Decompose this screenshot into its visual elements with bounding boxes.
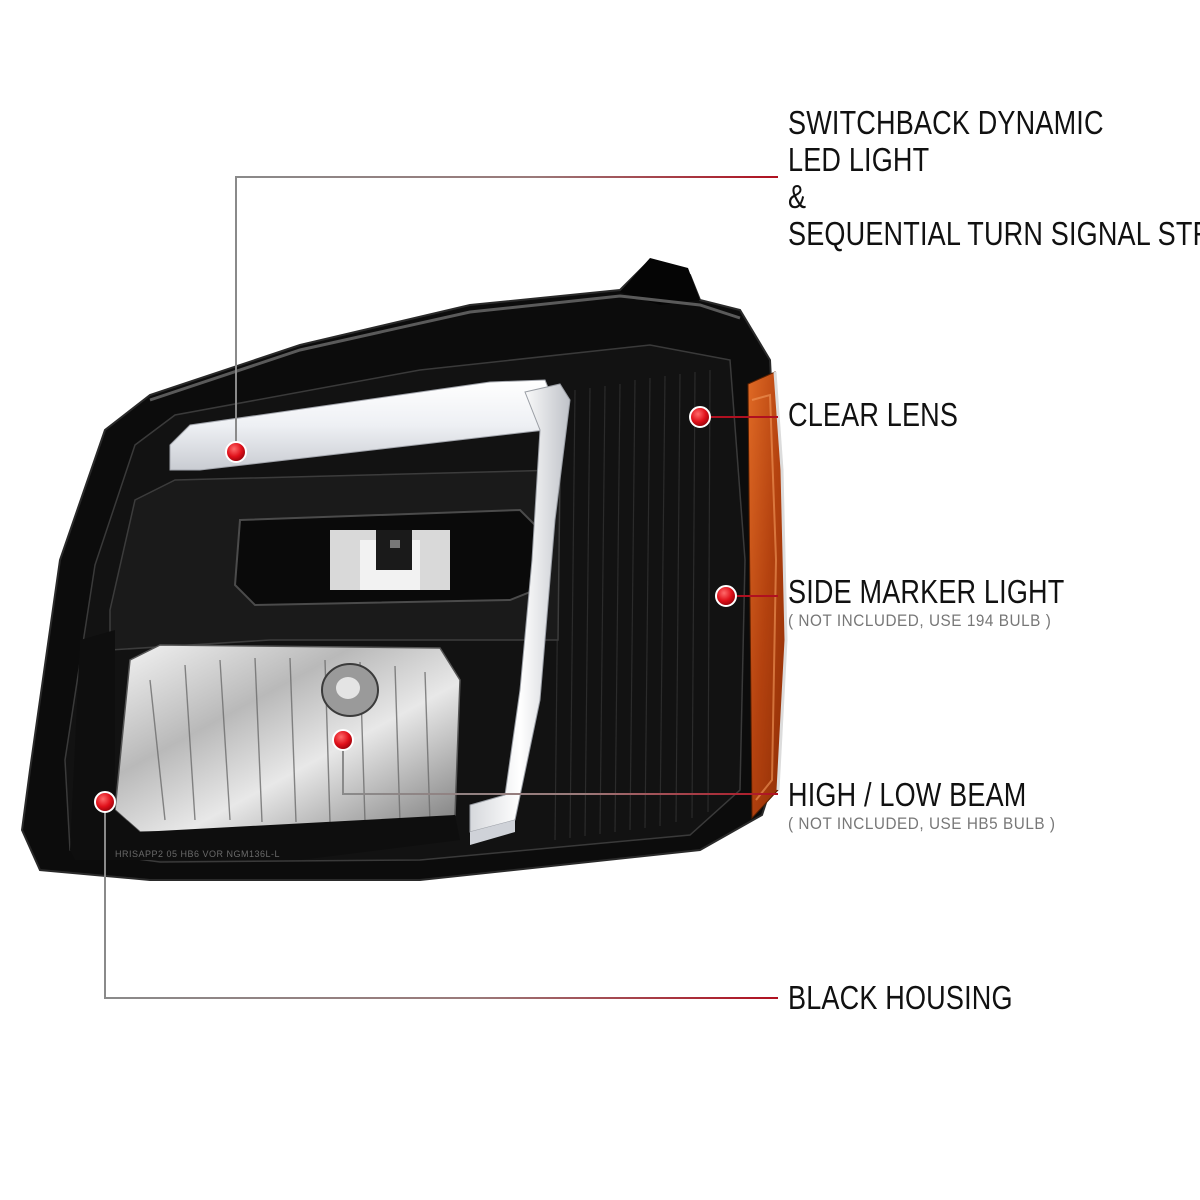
mount-tab xyxy=(620,258,700,305)
callout-side-marker-note: ( NOT INCLUDED, USE 194 BULB ) xyxy=(788,611,1052,630)
dot-side-marker xyxy=(715,585,737,607)
callout-led-line-3: & xyxy=(788,178,807,215)
callout-side-marker: SIDE MARKER LIGHT xyxy=(788,573,1065,610)
dot-led xyxy=(225,441,247,463)
callout-led-line-1: SWITCHBACK DYNAMIC xyxy=(788,104,1104,141)
callout-beam-note: ( NOT INCLUDED, USE HB5 BULB ) xyxy=(788,814,1056,833)
leader-lines xyxy=(104,176,778,999)
callout-clear-lens: CLEAR LENS xyxy=(788,396,959,433)
callout-led-line-2: LED LIGHT xyxy=(788,141,930,178)
dot-clear-lens xyxy=(689,406,711,428)
dot-housing xyxy=(94,791,116,813)
callout-led-line-4: SEQUENTIAL TURN SIGNAL STRIP xyxy=(788,215,1200,252)
callout-dots xyxy=(94,406,737,813)
dot-beam xyxy=(332,729,354,751)
callout-beam: HIGH / LOW BEAM xyxy=(788,776,1027,813)
lens-marking: HRISAPP2 05 HB6 VOR NGM136L-L xyxy=(115,849,280,859)
callout-housing: BLACK HOUSING xyxy=(788,979,1013,1016)
callout-led: SWITCHBACK DYNAMIC LED LIGHT & SEQUENTIA… xyxy=(788,104,1200,252)
reflector-bowl xyxy=(114,644,461,833)
lens-ribbing xyxy=(554,369,711,841)
